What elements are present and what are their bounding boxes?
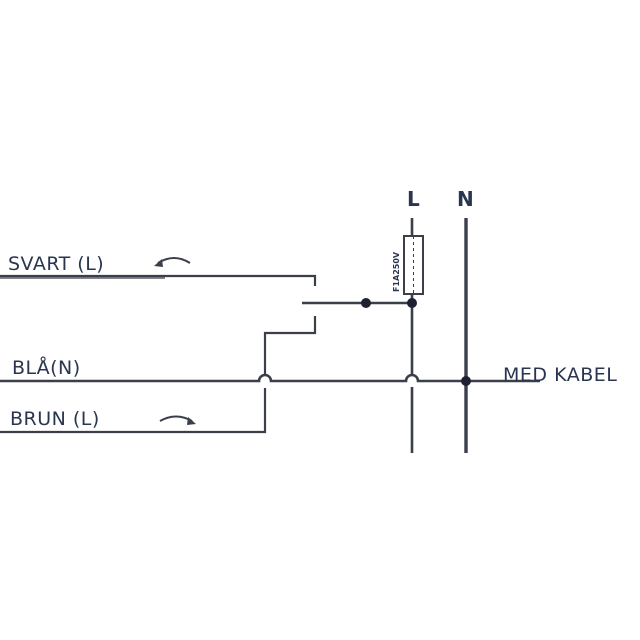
curved-arrow-left-icon (154, 257, 191, 267)
brown-switch-wire (263, 316, 317, 374)
black-wire-label: SVART (L) (8, 253, 104, 275)
junction-dot-neutral (461, 376, 471, 386)
terminal-neutral-label: N (457, 187, 474, 211)
blue-wire-label: BLÅ(N) (12, 356, 81, 379)
with-cable-label: MED KABEL (503, 364, 617, 386)
fuse-symbol: F1A250V (392, 235, 424, 295)
brown-switch-wire-lower (0, 388, 267, 434)
junction-dot-switch (361, 298, 371, 308)
blue-wire (0, 373, 540, 383)
curved-arrow-right-icon (159, 415, 196, 425)
terminal-live-label: L (407, 187, 420, 211)
junction-dot-live (407, 298, 417, 308)
black-wire (0, 274, 317, 286)
brown-wire-label: BRUN (L) (10, 408, 100, 430)
fuse-rating-label: F1A250V (392, 251, 401, 292)
